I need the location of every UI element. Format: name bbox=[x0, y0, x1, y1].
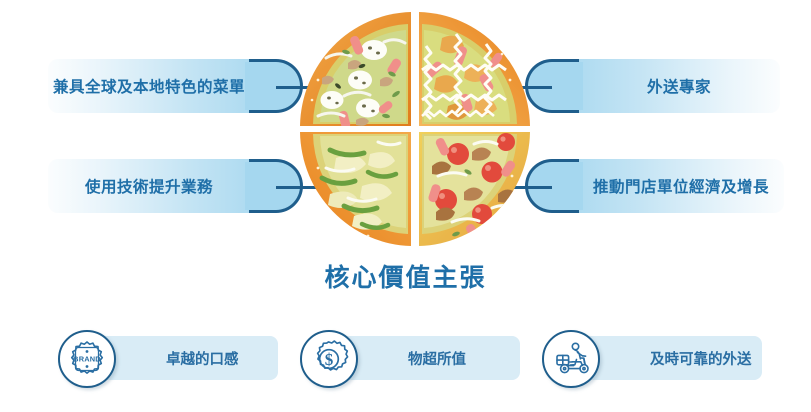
benefit-value-label: 物超所值 bbox=[408, 351, 466, 368]
connector-line-menu bbox=[276, 86, 316, 89]
pillar-technology-label: 使用技術提升業務 bbox=[84, 179, 213, 196]
benefit-taste-label: 卓越的口感 bbox=[166, 351, 239, 368]
pillar-menu-label: 兼具全球及本地特色的菜單 bbox=[52, 79, 245, 96]
pillar-unit-economics-label: 推動門店單位經濟及增長 bbox=[592, 179, 769, 196]
brand-seal-icon: BRAND bbox=[58, 330, 116, 388]
pillar-delivery[interactable]: 外送專家 bbox=[525, 59, 780, 113]
connector-line-delivery bbox=[512, 86, 552, 89]
pillar-menu[interactable]: 兼具全球及本地特色的菜單 bbox=[48, 59, 303, 113]
delivery-scooter-icon bbox=[542, 330, 600, 388]
benefit-card-taste[interactable]: 卓越的口感 bbox=[88, 336, 278, 380]
pillar-delivery-label: 外送專家 bbox=[646, 79, 711, 96]
pillar-technology[interactable]: 使用技術提升業務 bbox=[48, 159, 303, 213]
connector-line-technology bbox=[276, 186, 316, 189]
pizza-quartered-icon bbox=[296, 8, 534, 250]
connector-line-unit-economics bbox=[512, 186, 552, 189]
gear-dollar-icon: $ bbox=[300, 330, 358, 388]
page-title: 核心價值主張 bbox=[324, 264, 487, 292]
svg-text:$: $ bbox=[325, 350, 334, 369]
benefit-card-value[interactable]: 物超所值 bbox=[330, 336, 520, 380]
benefit-card-delivery[interactable]: 及時可靠的外送 bbox=[572, 336, 762, 380]
pillar-unit-economics[interactable]: 推動門店單位經濟及增長 bbox=[525, 159, 784, 213]
benefit-delivery-label: 及時可靠的外送 bbox=[650, 351, 752, 368]
svg-text:BRAND: BRAND bbox=[73, 354, 101, 363]
benefits-row: 卓越的口感 BRAND 物超所值 $ bbox=[0, 330, 811, 392]
